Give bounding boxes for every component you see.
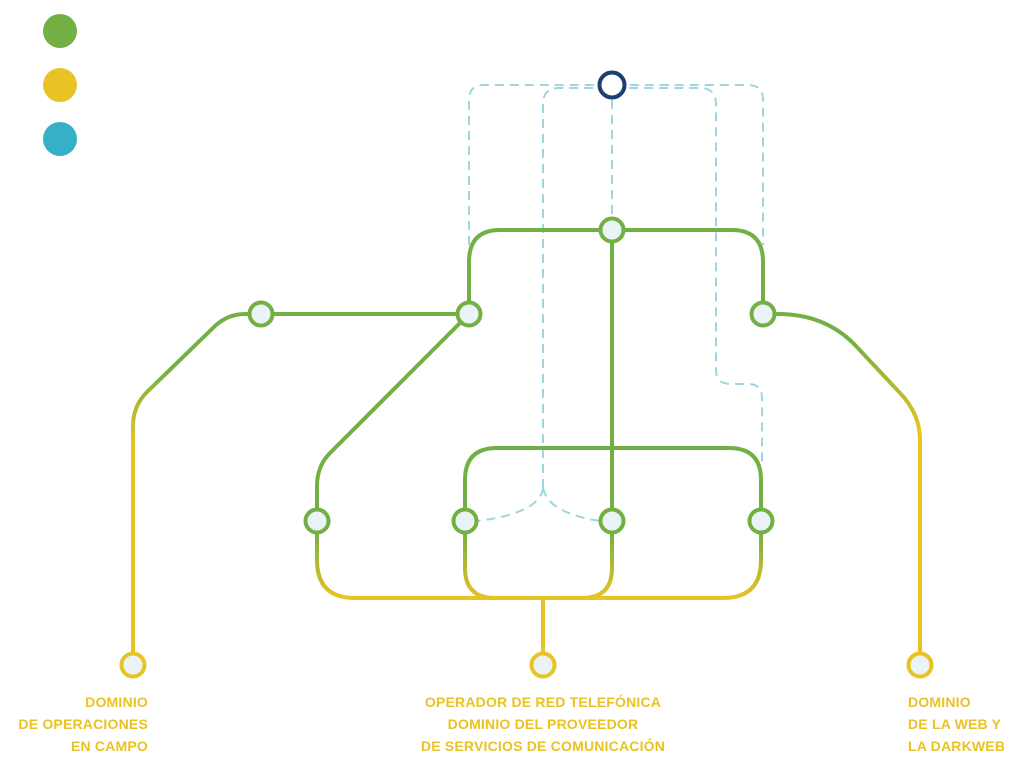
line-inner-loop bbox=[463, 446, 763, 523]
line-right-domain bbox=[761, 312, 922, 667]
line-bottom-inner bbox=[463, 519, 614, 600]
hub-node bbox=[597, 70, 627, 100]
dashed-link-right-curve bbox=[542, 487, 601, 522]
label-line: DE OPERACIONES bbox=[18, 716, 148, 732]
green-lines bbox=[131, 228, 922, 667]
label-line: DOMINIO bbox=[85, 694, 148, 710]
label-field-operations-domain: DOMINIO DE OPERACIONES EN CAMPO bbox=[18, 691, 148, 757]
green-nodes bbox=[247, 216, 777, 535]
node-lower-3 bbox=[598, 507, 626, 535]
label-line: EN CAMPO bbox=[70, 738, 148, 754]
node-lower-1 bbox=[303, 507, 331, 535]
terminal-nodes bbox=[119, 651, 934, 679]
node-lower-2 bbox=[451, 507, 479, 535]
label-line: DE SERVICIOS DE COMUNICACIÓN bbox=[420, 738, 666, 754]
label-line: DOMINIO bbox=[908, 694, 971, 710]
label-web-darkweb-domain: DOMINIO DE LA WEB Y LA DARKWEB bbox=[908, 691, 1005, 757]
dashed-links bbox=[468, 84, 764, 522]
legend bbox=[43, 14, 77, 156]
label-telecom-operator-domain: OPERADOR DE RED TELEFÓNICA DOMINIO DEL P… bbox=[421, 691, 665, 757]
node-left-upper bbox=[247, 300, 275, 328]
label-line: DE LA WEB Y bbox=[908, 716, 1002, 732]
node-lower-4 bbox=[747, 507, 775, 535]
legend-dot-teal bbox=[43, 122, 77, 156]
dashed-link-middle bbox=[542, 87, 763, 488]
node-right-upper bbox=[749, 300, 777, 328]
dashed-link-left-curve bbox=[477, 487, 544, 522]
label-line: DOMINIO DEL PROVEEDOR bbox=[447, 716, 639, 732]
line-bottom-outer bbox=[315, 519, 763, 600]
legend-dot-green bbox=[43, 14, 77, 48]
node-center-left bbox=[455, 300, 483, 328]
terminal-left bbox=[119, 651, 147, 679]
terminal-right bbox=[906, 651, 934, 679]
legend-dot-yellow bbox=[43, 68, 77, 102]
terminal-middle bbox=[529, 651, 557, 679]
line-diagonal bbox=[315, 312, 471, 523]
node-top-center bbox=[598, 216, 626, 244]
label-line: LA DARKWEB bbox=[908, 738, 1006, 754]
label-line: OPERADOR DE RED TELEFÓNICA bbox=[424, 694, 662, 710]
line-left-domain bbox=[131, 312, 263, 667]
